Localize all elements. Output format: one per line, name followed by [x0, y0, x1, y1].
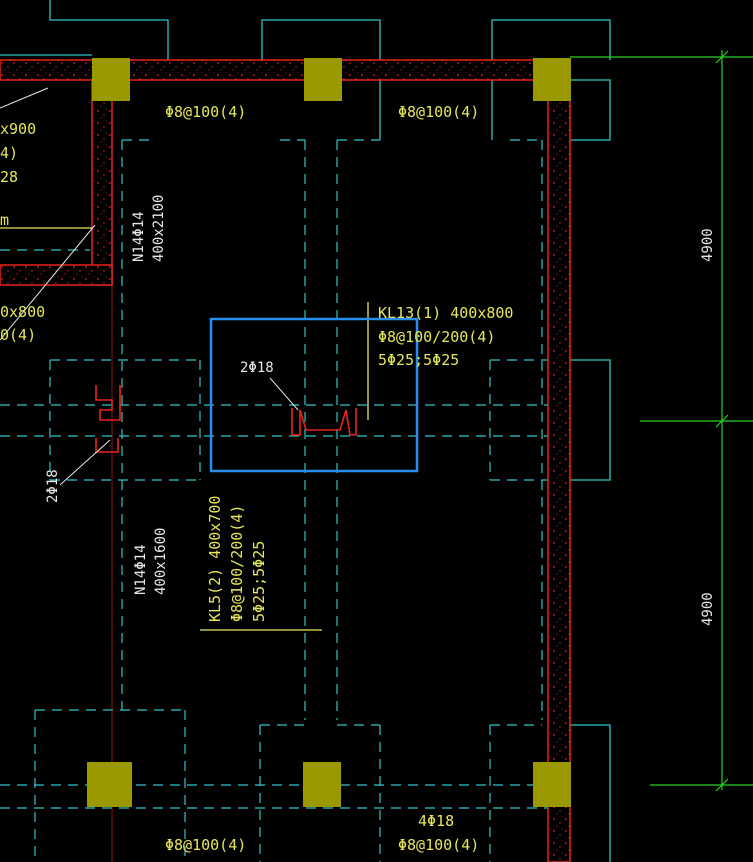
selection-box[interactable]: [209, 317, 419, 473]
left-fragment-3: 28: [0, 168, 18, 186]
top-stirrup-label-right[interactable]: Φ8@100(4): [398, 103, 479, 121]
kl13-label-stirrup[interactable]: Φ8@100/200(4): [378, 328, 495, 346]
column-bottom-middle[interactable]: [303, 762, 341, 807]
column-upper-spec-1[interactable]: N14Φ14: [131, 211, 147, 262]
dimension-lower[interactable]: 4900: [700, 592, 716, 626]
dimension-lines: [570, 50, 753, 792]
column-top-right[interactable]: [533, 58, 571, 101]
rebar-symbols: [95, 385, 357, 453]
columns: [87, 58, 571, 807]
beams: [0, 59, 571, 862]
axis-lines: [0, 139, 560, 862]
dimension-upper[interactable]: 4900: [700, 228, 716, 262]
column-top-middle[interactable]: [304, 58, 342, 101]
left-fragment-6: 0(4): [0, 326, 36, 344]
top-stirrup-label-left[interactable]: Φ8@100(4): [165, 103, 246, 121]
left-fragment-1: x900: [0, 120, 36, 138]
kl13-label-name[interactable]: KL13(1) 400x800: [378, 304, 513, 322]
column-lower-spec-1[interactable]: N14Φ14: [133, 544, 149, 595]
column-bottom-left[interactable]: [87, 762, 132, 807]
column-bottom-right[interactable]: [533, 762, 571, 807]
label-underlines: [0, 227, 369, 631]
bottom-bars-label[interactable]: 4Φ18: [418, 812, 454, 830]
left-fragment-4: m: [0, 211, 9, 229]
kl5-label-bars[interactable]: 5Φ25;5Φ25: [250, 541, 268, 622]
left-fragment-2: 4): [0, 144, 18, 162]
column-lower-spec-2[interactable]: 400x1600: [153, 528, 169, 595]
kl5-label-stirrup[interactable]: Φ8@100/200(4): [228, 505, 246, 622]
bottom-stirrup-label-right[interactable]: Φ8@100(4): [398, 836, 479, 854]
bottom-stirrup-label-left[interactable]: Φ8@100(4): [165, 836, 246, 854]
left-fragment-5: 0x800: [0, 303, 45, 321]
column-top-left[interactable]: [92, 58, 130, 101]
kl5-label-name[interactable]: KL5(2) 400x700: [206, 496, 224, 622]
column-upper-spec-2[interactable]: 400x2100: [151, 195, 167, 262]
selected-bar-note[interactable]: 2Φ18: [240, 360, 274, 376]
left-bar-note[interactable]: 2Φ18: [45, 469, 61, 503]
grid-outlines: [0, 0, 611, 862]
leader-lines: [0, 87, 299, 486]
kl13-label-bars[interactable]: 5Φ25;5Φ25: [378, 351, 459, 369]
